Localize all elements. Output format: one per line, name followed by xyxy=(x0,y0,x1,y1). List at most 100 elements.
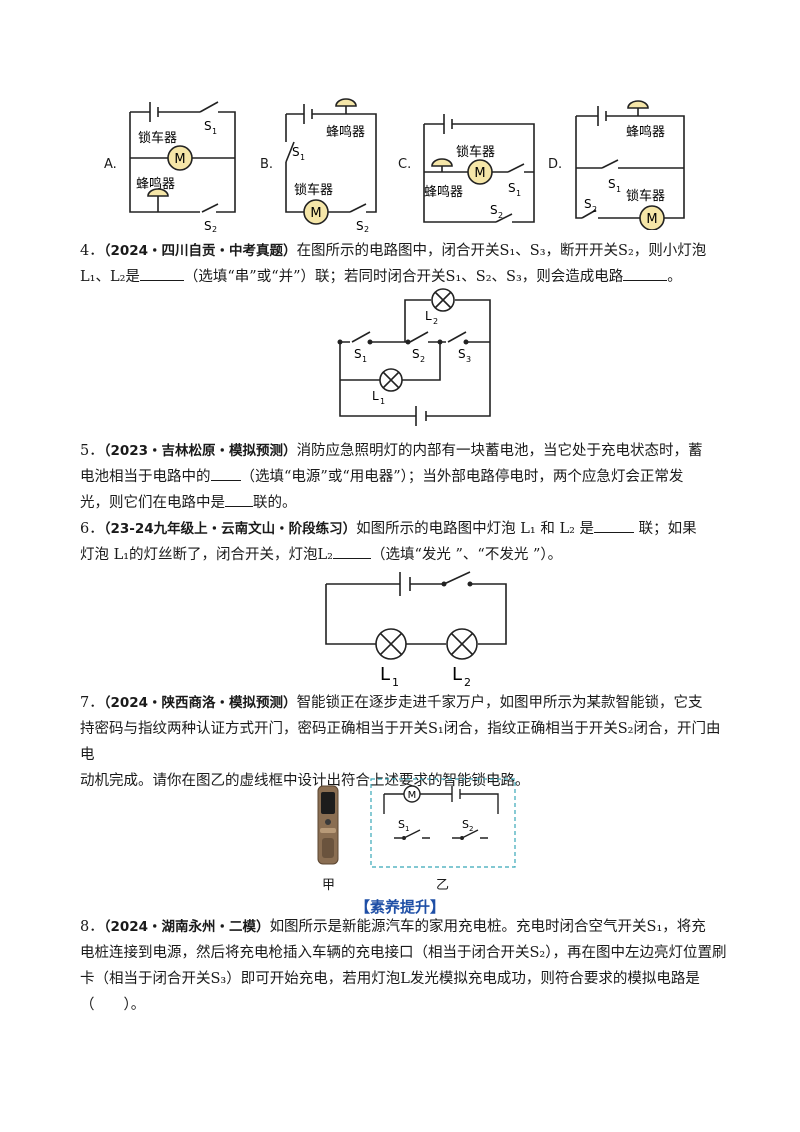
question-7-source: （2024・陕西商洛・模拟预测） xyxy=(103,695,297,711)
option-d-s1-sub: 1 xyxy=(616,185,621,194)
question-6-text-1a: 如图所示的电路图中灯泡 L₁ 和 L₂ 是 xyxy=(356,521,594,537)
option-c-wires xyxy=(423,123,535,223)
question-4-blank-1[interactable] xyxy=(139,265,184,281)
option-a-s1-sub: 1 xyxy=(212,127,217,136)
q7-motor-symbol: M xyxy=(408,790,417,801)
question-6-line-2: 灯泡 L₁的灯丝断了，闭合开关，灯泡L₂ （选填“发光 ”、“不发光 ”）。 xyxy=(80,542,730,568)
q4-switch-row xyxy=(340,331,490,343)
option-a-lock-label: 锁车器 xyxy=(138,130,177,146)
question-6-blank-2[interactable] xyxy=(333,543,371,559)
q7-s2-sub: 2 xyxy=(469,825,473,833)
option-d-buzzer-icon xyxy=(627,100,649,116)
option-c-circuit: M 锁车器 蜂鸣器 S 1 S 2 xyxy=(423,114,535,223)
question-5-text-3b: 联的。 xyxy=(253,495,297,511)
question-4-number: 4． xyxy=(80,243,104,259)
question-7: 7．（2024・陕西商洛・模拟预测）智能锁正在逐步走进千家万户，如图甲所示为某款… xyxy=(80,690,730,794)
question-7-line-1: 7．（2024・陕西商洛・模拟预测）智能锁正在逐步走进千家万户，如图甲所示为某款… xyxy=(80,690,730,716)
q4-outer-wires xyxy=(339,299,491,417)
question-4-circuit: L 2 S 1 S 2 S 3 L 1 xyxy=(337,288,491,426)
question-4-blank-2[interactable] xyxy=(623,265,668,281)
question-5: 5．（2023・吉林松原・模拟预测）消防应急照明灯的内部有一块蓄电池，当它处于充… xyxy=(80,438,730,516)
question-7-text-1: 智能锁正在逐步走进千家万户，如图甲所示为某款智能锁，它支 xyxy=(296,695,703,711)
option-a-buzzer-icon xyxy=(147,188,169,197)
question-5-text-2a: 电池相当于电路中的 xyxy=(80,469,211,485)
q4-lower-branch xyxy=(340,342,441,381)
q4-s2: S xyxy=(412,347,420,361)
question-5-line-3: 光，则它们在电路中是联的。 xyxy=(80,490,730,516)
question-4-text-1: 在图所示的电路图中，闭合开关S₁、S₃，断开开关S₂，则小灯泡 xyxy=(296,243,707,259)
question-5-blank-1[interactable] xyxy=(210,465,241,481)
question-4-line-2: L₁、L₂是（选填“串”或“并”）联；若同时闭合开关S₁、S₂、S₃，则会造成电… xyxy=(80,264,730,290)
q4-l2-sub: 2 xyxy=(433,317,438,326)
q7-switch-s1 xyxy=(394,829,430,839)
option-c-s1: S xyxy=(508,181,516,195)
q4-l2: L xyxy=(425,309,432,323)
option-d-motor xyxy=(639,205,665,230)
option-b-buzzer-label: 蜂鸣器 xyxy=(326,124,365,140)
option-d-circuit: M 蜂鸣器 锁车器 S 1 S 2 xyxy=(575,100,685,230)
question-7-line-2: 持密码与指纹两种认证方式开门，密码正确相当于开关S₁闭合，指纹正确相当于开关S₂… xyxy=(80,721,721,763)
question-5-text-1: 消防应急照明灯的内部有一块蓄电池，当它处于充电状态时，蓄 xyxy=(296,443,703,459)
q4-lamp-l1 xyxy=(379,368,403,392)
option-d-s2-sub: 2 xyxy=(592,205,597,214)
q6-lamp-l2 xyxy=(446,628,478,660)
option-d-s1: S xyxy=(608,177,616,191)
q6-l1: L xyxy=(380,664,390,685)
option-b-lock-label: 锁车器 xyxy=(294,182,333,198)
question-6-source: （23-24九年级上・云南文山・阶段练习） xyxy=(103,521,357,537)
question-7-line-3: 动机完成。请你在图乙的虚线框中设计出符合上述要求的智能锁电路。 xyxy=(80,773,530,789)
q6-wires xyxy=(325,571,507,645)
option-c-s2: S xyxy=(490,203,498,217)
question-8-line-4: （ ）。 xyxy=(80,997,146,1013)
option-d-s2: S xyxy=(584,197,592,211)
option-a-s2-sub: 2 xyxy=(212,225,217,232)
question-7-number: 7． xyxy=(80,695,104,711)
q4-s3-sub: 3 xyxy=(466,355,471,364)
option-a-circuit: M 锁车器 蜂鸣器 S 1 S 2 xyxy=(129,101,236,232)
option-a-label: A. xyxy=(104,157,117,172)
q4-l1-sub: 1 xyxy=(380,397,385,406)
q7-s2: S xyxy=(462,818,469,831)
option-a-s2: S xyxy=(204,219,212,232)
option-a-motor-symbol: M xyxy=(174,152,185,167)
q7-s1-sub: 1 xyxy=(405,825,409,833)
q4-s2-sub: 2 xyxy=(420,355,425,364)
option-b-motor-symbol: M xyxy=(310,206,321,221)
question-5-number: 5． xyxy=(80,443,104,459)
question-6-text-2b: （选填“发光 ”、“不发光 ”）。 xyxy=(371,547,563,563)
q4-s1: S xyxy=(354,347,362,361)
q6-l1-sub: 1 xyxy=(392,676,399,689)
option-b-buzzer-icon xyxy=(335,98,357,114)
question-6-blank-1[interactable] xyxy=(594,517,634,533)
question-6-text-2a: 灯泡 L₁的灯丝断了，闭合开关，灯泡L₂ xyxy=(80,547,333,563)
option-a-motor xyxy=(167,145,193,171)
q7-top-wires xyxy=(384,793,499,814)
option-c-buzzer-label: 蜂鸣器 xyxy=(424,184,463,200)
smart-lock-image xyxy=(317,785,339,865)
option-d-buzzer-label: 蜂鸣器 xyxy=(626,124,665,140)
caption-yi: 乙 xyxy=(436,878,450,893)
q4-l1: L xyxy=(372,389,379,403)
question-6-number: 6． xyxy=(80,521,104,537)
q6-l2: L xyxy=(452,664,462,685)
question-5-blank-2[interactable] xyxy=(225,491,253,507)
option-d-middle-branch xyxy=(576,159,684,169)
question-5-line-2: 电池相当于电路中的（选填“电源”或“用电器”）；当外部电路停电时，两个应急灯会正… xyxy=(80,464,730,490)
option-d-s2-blade xyxy=(581,209,597,219)
question-8-line-3: 卡（相当于闭合开关S₃）即可开始充电，若用灯泡L发光模拟充电成功，则符合要求的模… xyxy=(80,971,700,987)
option-c-motor-symbol: M xyxy=(474,166,485,181)
option-b-label: B. xyxy=(260,157,274,172)
question-6-circuit: L 1 L 2 xyxy=(325,571,507,689)
question-6: 6．（23-24九年级上・云南文山・阶段练习）如图所示的电路图中灯泡 L₁ 和 … xyxy=(80,516,730,568)
option-b-motor xyxy=(303,199,329,225)
option-c-s1-sub: 1 xyxy=(516,189,521,198)
q4-s1-sub: 1 xyxy=(362,355,367,364)
question-8-text-1: 如图所示是新能源汽车的家用充电桩。充电时闭合空气开关S₁，将充 xyxy=(269,919,706,935)
option-c-buzzer-icon xyxy=(431,158,453,172)
question-4: 4．（2024・四川自贡・中考真题）在图所示的电路图中，闭合开关S₁、S₃，断开… xyxy=(80,238,730,290)
option-c-motor xyxy=(467,159,493,185)
option-d-label: D. xyxy=(548,157,563,172)
option-b-s2: S xyxy=(356,219,364,232)
q7-motor xyxy=(403,785,421,803)
question-4-line-1: 4．（2024・四川自贡・中考真题）在图所示的电路图中，闭合开关S₁、S₃，断开… xyxy=(80,238,730,264)
